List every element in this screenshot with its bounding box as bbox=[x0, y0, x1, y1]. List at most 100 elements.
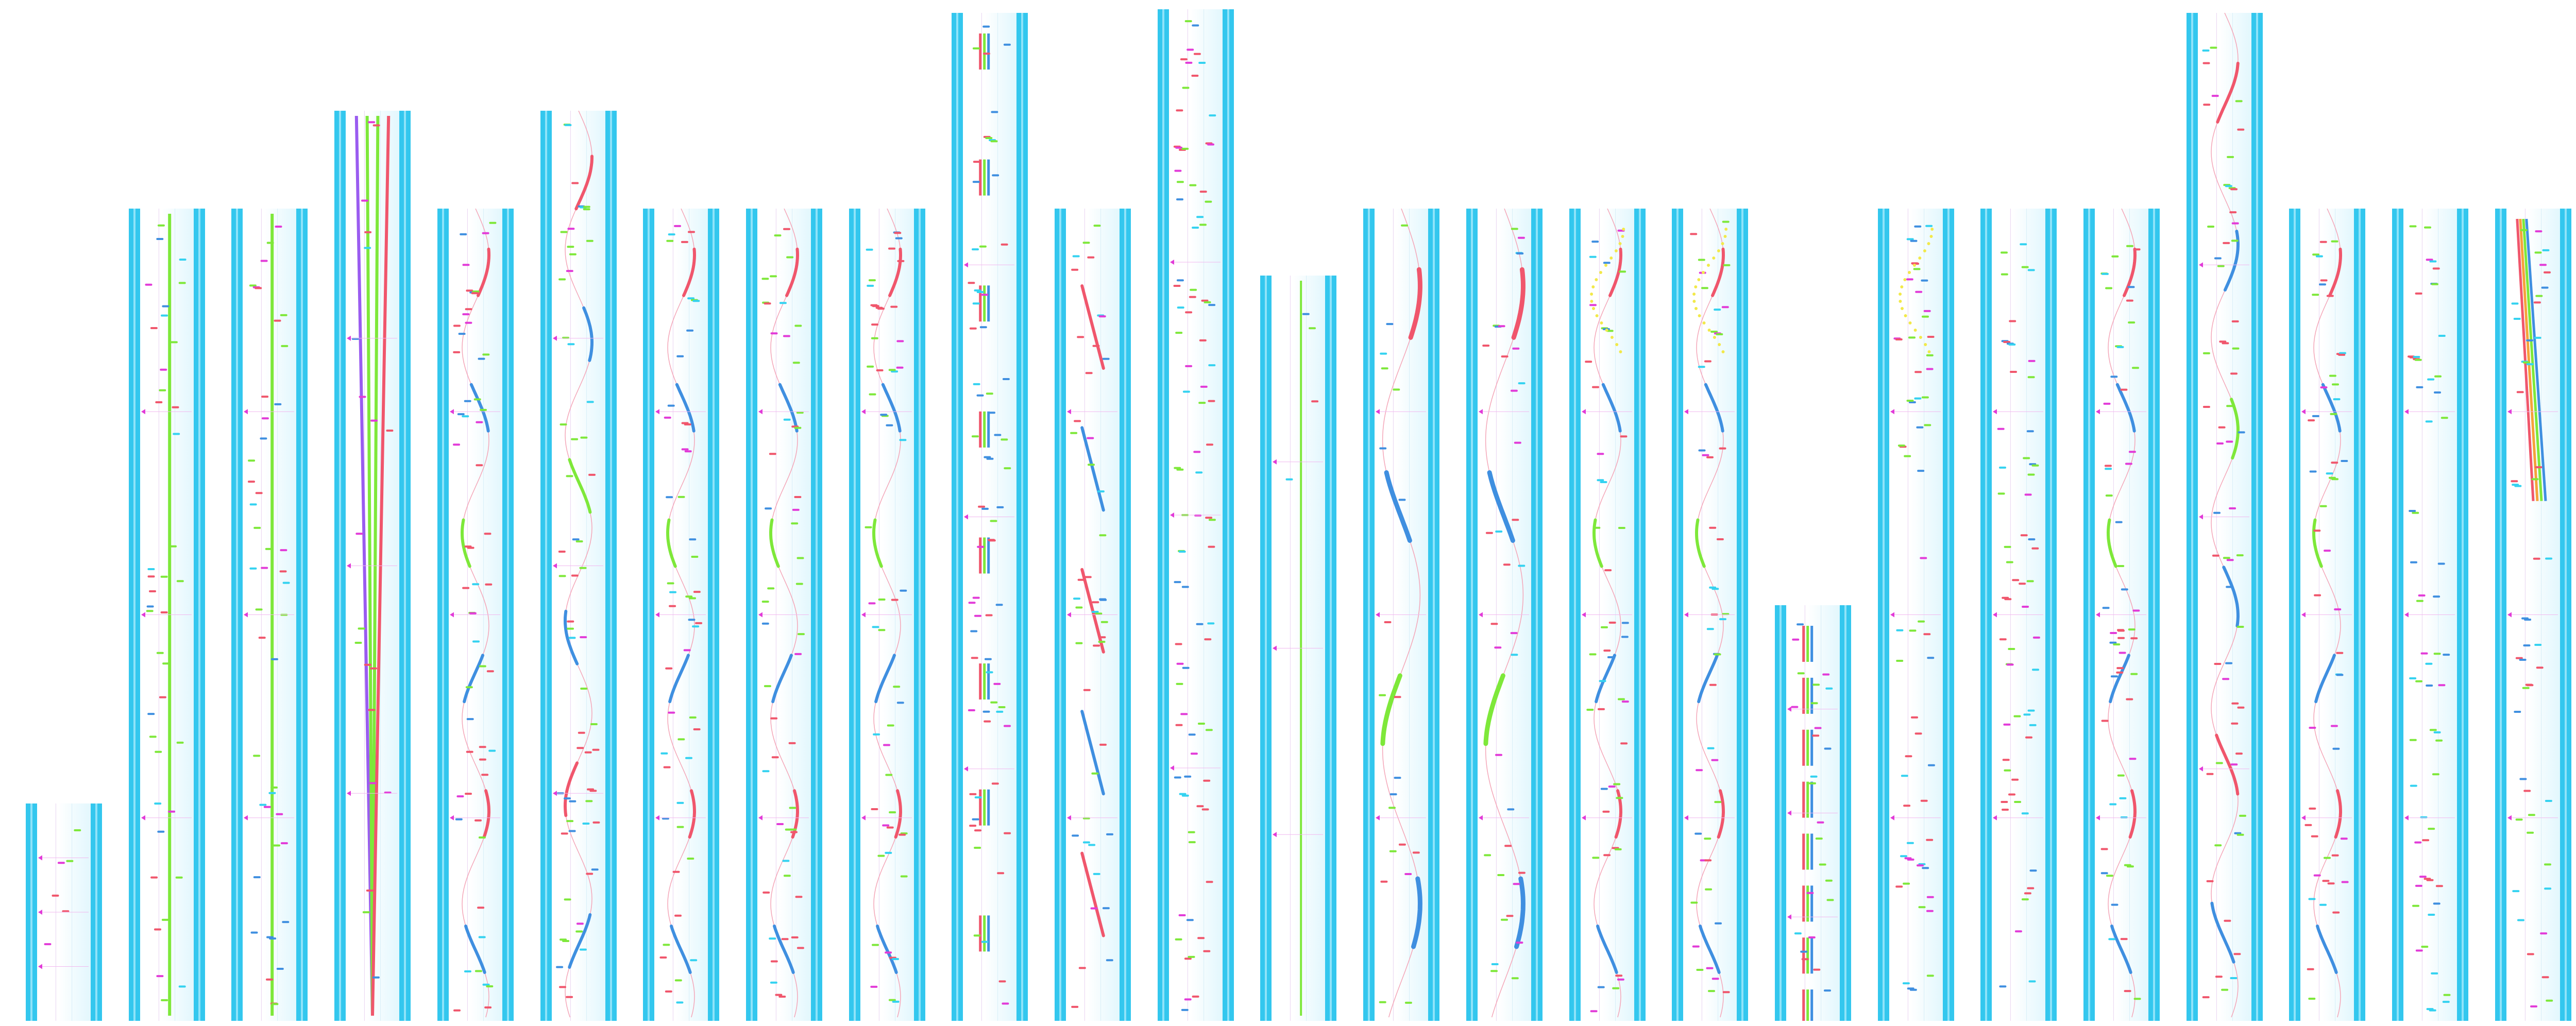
chart-column-1[interactable] bbox=[26, 803, 102, 1021]
tap-note bbox=[592, 748, 600, 751]
chart-column-9[interactable] bbox=[849, 209, 925, 1021]
tap-note bbox=[996, 710, 1004, 713]
tap-note bbox=[876, 369, 884, 371]
chart-column-7[interactable] bbox=[643, 209, 719, 1021]
chart-column-3[interactable] bbox=[231, 209, 308, 1021]
chart-column-5[interactable] bbox=[437, 209, 514, 1021]
tap-note bbox=[1185, 61, 1193, 64]
tap-note bbox=[1927, 764, 1935, 766]
chart-column-4[interactable] bbox=[334, 111, 411, 1021]
chart-column-19[interactable] bbox=[1878, 209, 1954, 1021]
tap-note bbox=[2027, 376, 2035, 379]
flick-note bbox=[1694, 307, 1698, 310]
hold-note bbox=[2216, 61, 2240, 124]
tap-note bbox=[1897, 444, 1905, 447]
chart-column-20[interactable] bbox=[1980, 209, 2057, 1021]
tap-note bbox=[2330, 725, 2338, 727]
chart-column-25[interactable] bbox=[2495, 209, 2571, 1021]
chart-column-23[interactable] bbox=[2289, 209, 2365, 1021]
tap-note bbox=[274, 319, 281, 322]
chart-column-13[interactable] bbox=[1260, 276, 1336, 1021]
chord-hold bbox=[979, 411, 982, 448]
tap-note bbox=[1181, 794, 1189, 797]
tap-note bbox=[1618, 698, 1625, 700]
tap-note bbox=[2101, 720, 2109, 722]
flick-arrow-icon bbox=[244, 409, 248, 415]
tap-note bbox=[687, 858, 694, 860]
lane-rail-left bbox=[2083, 209, 2095, 1021]
tap-note bbox=[986, 457, 994, 460]
tap-note bbox=[1908, 336, 1916, 339]
chart-column-16[interactable] bbox=[1569, 209, 1646, 1021]
flick-note bbox=[1697, 278, 1701, 281]
tap-note bbox=[464, 970, 471, 972]
flick-note bbox=[1899, 300, 1902, 303]
note-track bbox=[1170, 9, 1221, 1021]
tap-note bbox=[2309, 727, 2316, 729]
tap-note bbox=[995, 604, 1003, 606]
flick-arrow-icon bbox=[553, 335, 557, 341]
tap-note bbox=[2432, 773, 2439, 776]
tap-note bbox=[1085, 372, 1093, 374]
chart-column-8[interactable] bbox=[746, 209, 822, 1021]
hold-note bbox=[874, 654, 896, 704]
chord-hold bbox=[1802, 833, 1805, 870]
tap-note bbox=[2515, 657, 2523, 659]
chart-column-11[interactable] bbox=[1055, 209, 1131, 1021]
flick-arrow-icon bbox=[2301, 815, 2306, 820]
chart-column-15[interactable] bbox=[1466, 209, 1543, 1021]
tap-note bbox=[1601, 626, 1608, 628]
tap-note bbox=[579, 567, 587, 569]
chart-column-21[interactable] bbox=[2083, 209, 2160, 1021]
tap-note bbox=[2535, 466, 2543, 469]
chart-column-6[interactable] bbox=[540, 111, 617, 1021]
tap-note bbox=[248, 459, 256, 462]
flick-arrow-icon bbox=[2507, 409, 2512, 415]
tap-note bbox=[1175, 643, 1182, 645]
tap-note bbox=[991, 782, 999, 785]
flick-arrow-icon bbox=[1479, 612, 1483, 618]
tap-note bbox=[769, 937, 776, 940]
tap-note bbox=[1923, 633, 1931, 636]
tap-note bbox=[1285, 478, 1293, 481]
tap-note bbox=[677, 738, 685, 741]
tap-note bbox=[990, 140, 998, 143]
flick-arrow-icon bbox=[758, 815, 762, 820]
tap-note bbox=[1091, 772, 1099, 775]
lane-rail-right bbox=[708, 209, 719, 1021]
tap-note bbox=[364, 231, 372, 233]
lane-rail-right bbox=[2354, 209, 2365, 1021]
flick-arrow-icon bbox=[2404, 612, 2409, 618]
chord-hold bbox=[1806, 833, 1809, 870]
chart-column-18[interactable] bbox=[1775, 605, 1851, 1021]
tap-note bbox=[482, 232, 489, 234]
tap-note bbox=[2236, 626, 2244, 628]
flick-note bbox=[1724, 228, 1728, 231]
chart-column-24[interactable] bbox=[2392, 209, 2468, 1021]
chart-column-14[interactable] bbox=[1363, 209, 1439, 1021]
tap-note bbox=[480, 408, 487, 411]
tap-note bbox=[160, 611, 168, 613]
note-track bbox=[1993, 209, 2043, 1021]
lane-rail-left bbox=[2187, 13, 2198, 1021]
tap-note bbox=[1184, 957, 1192, 960]
tap-note bbox=[2442, 1001, 2450, 1003]
tap-note bbox=[2336, 674, 2344, 676]
tap-note bbox=[1904, 455, 1911, 457]
chart-column-10[interactable] bbox=[952, 13, 1028, 1021]
chart-column-22[interactable] bbox=[2187, 13, 2263, 1021]
tap-note bbox=[2207, 226, 2215, 228]
tap-note bbox=[685, 757, 692, 759]
tap-note bbox=[2545, 557, 2553, 560]
chart-column-17[interactable] bbox=[1672, 209, 1748, 1021]
tap-note bbox=[782, 860, 790, 862]
tap-note bbox=[2110, 632, 2117, 634]
tap-note bbox=[769, 453, 776, 455]
tap-note bbox=[160, 575, 168, 578]
chart-column-12[interactable] bbox=[1158, 9, 1234, 1021]
tap-note bbox=[2027, 709, 2035, 712]
tap-note bbox=[796, 412, 804, 414]
tap-note bbox=[692, 300, 700, 302]
chart-column-2[interactable] bbox=[129, 209, 205, 1021]
tap-note bbox=[2002, 759, 2010, 761]
